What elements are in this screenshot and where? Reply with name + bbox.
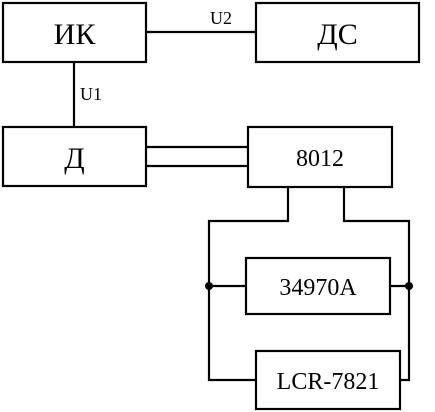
block-lcr-7821-label: LCR-7821 [277,369,380,395]
block-ik [1,1,148,64]
block-34970a-label: 34970A [279,275,357,301]
signal-u1-label: U1 [80,84,102,104]
block-ik-label: ИК [54,18,97,51]
block-d [1,125,148,188]
signal-u2-label: U2 [210,8,232,28]
block-d-label: Д [64,142,84,175]
block-8012-label: 8012 [296,146,344,172]
block-8012 [246,125,394,189]
block-lcr-7821 [254,349,402,411]
junction-dot-left [205,282,213,290]
wire-8012-left-bus [207,185,290,382]
wire-8012-right-bus [342,185,411,382]
block-ds [254,1,421,64]
block-34970a [244,256,392,316]
junction-dot-right [405,282,413,290]
block-ds-label: ДС [317,18,357,51]
